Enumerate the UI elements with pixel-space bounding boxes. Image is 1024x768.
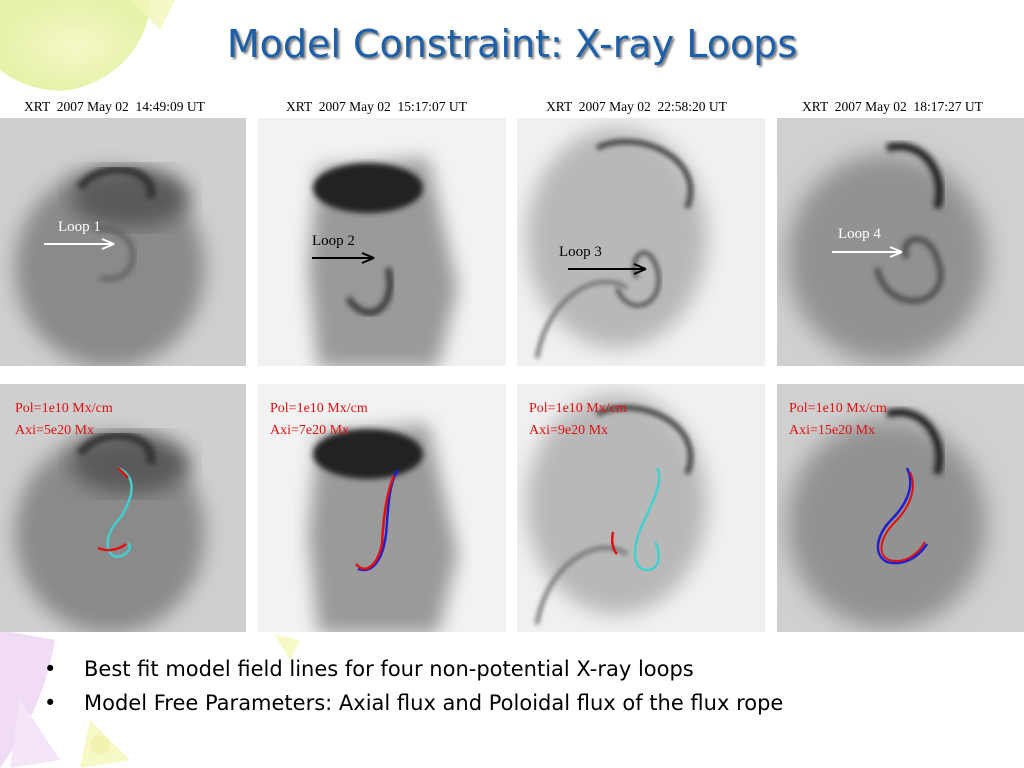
loop-arrow-1 <box>44 238 115 250</box>
xray-image-top-2 <box>258 118 506 366</box>
axi-value-1: Axi=5e20 Mx <box>15 423 95 438</box>
observed-loop-4 <box>880 471 926 562</box>
params-4: Pol=1e10 Mx/cm Axi=15e20 Mx <box>789 398 887 442</box>
model-field-line-3 <box>633 467 661 572</box>
loop-label-3: Loop 3 <box>559 244 602 260</box>
axi-value-2: Axi=7e20 Mx <box>270 423 350 438</box>
xray-image-bottom-4 <box>777 384 1024 632</box>
model-field-line-4 <box>876 467 929 565</box>
xray-image-top-4 <box>777 118 1024 366</box>
pol-value-4: Pol=1e10 Mx/cm <box>789 401 887 416</box>
loop-label-4: Loop 4 <box>838 226 881 242</box>
xray-image-bottom-3 <box>517 384 765 632</box>
bullet-text-2: Model Free Parameters: Axial flux and Po… <box>84 691 784 715</box>
panel-caption-2: XRT 2007 May 02 15:17:07 UT <box>286 99 467 114</box>
xray-image-top-3 <box>517 118 765 366</box>
loop-label-2: Loop 2 <box>312 233 355 249</box>
axi-value-4: Axi=15e20 Mx <box>789 423 876 438</box>
slide-title: Model Constraint: X-ray Loops <box>226 22 798 66</box>
xray-image-top-1 <box>0 118 246 366</box>
params-2: Pol=1e10 Mx/cm Axi=7e20 Mx <box>270 398 368 442</box>
bullet-dot-icon: • <box>44 657 57 681</box>
panel-caption-1: XRT 2007 May 02 14:49:09 UT <box>24 99 205 114</box>
loop-label-1: Loop 1 <box>58 219 101 235</box>
loop-arrow-3 <box>568 263 647 275</box>
bullet-item: • Model Free Parameters: Axial flux and P… <box>44 686 783 720</box>
observed-loop-2 <box>355 475 396 570</box>
bullet-list: • Best fit model field lines for four non… <box>44 652 783 720</box>
xray-image-bottom-1 <box>0 384 246 632</box>
decor-swirl-top-left <box>0 0 150 91</box>
pol-value-2: Pol=1e10 Mx/cm <box>270 401 368 416</box>
model-field-line-1 <box>106 466 133 558</box>
axi-value-3: Axi=9e20 Mx <box>529 423 609 438</box>
pol-value-3: Pol=1e10 Mx/cm <box>529 401 627 416</box>
bullet-text-1: Best fit model field lines for four non-… <box>84 657 694 681</box>
loop-arrow-4 <box>832 246 903 258</box>
panel-caption-3: XRT 2007 May 02 22:58:20 UT <box>546 99 727 114</box>
loop-arrow-2 <box>312 252 375 264</box>
bullet-item: • Best fit model field lines for four non… <box>44 652 783 686</box>
params-1: Pol=1e10 Mx/cm Axi=5e20 Mx <box>15 398 113 442</box>
xray-image-bottom-2 <box>258 384 506 632</box>
observed-loop-1 <box>97 542 127 552</box>
panel-caption-4: XRT 2007 May 02 18:17:27 UT <box>802 99 983 114</box>
params-3: Pol=1e10 Mx/cm Axi=9e20 Mx <box>529 398 627 442</box>
pol-value-1: Pol=1e10 Mx/cm <box>15 401 113 416</box>
observed-loop-3 <box>610 531 618 555</box>
bullet-dot-icon: • <box>44 691 57 715</box>
